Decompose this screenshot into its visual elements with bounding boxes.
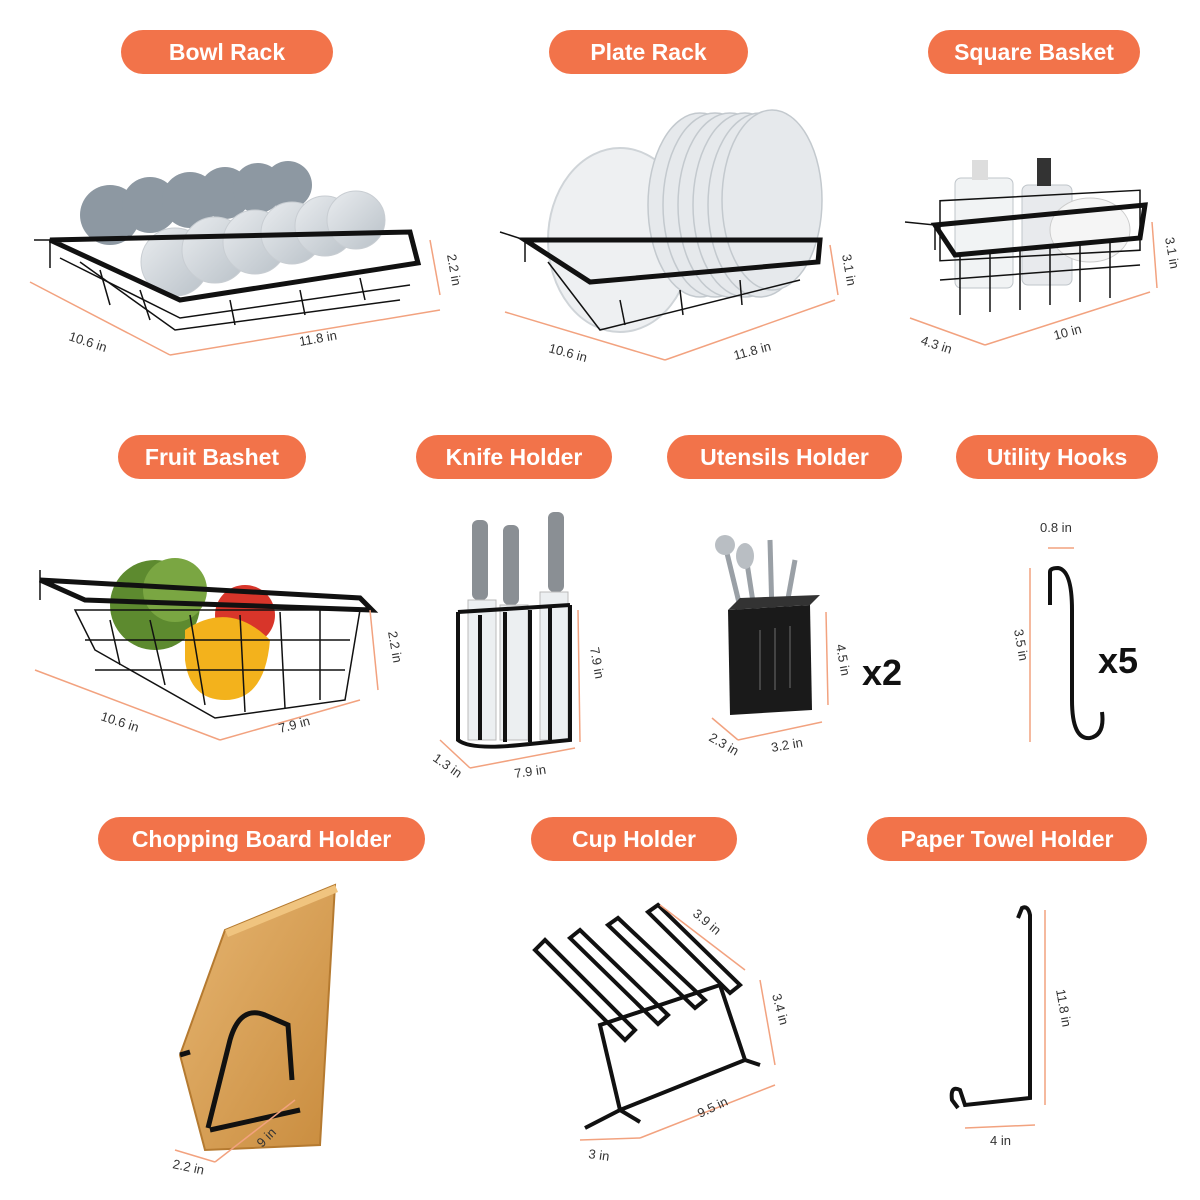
hooks-quantity: x5 — [1098, 640, 1139, 681]
cup-holder-width: 9.5 in — [695, 1094, 730, 1121]
fruit-basket-width: 7.9 in — [277, 713, 312, 736]
plate-rack-depth: 10.6 in — [547, 340, 589, 365]
fruit-basket-depth: 10.6 in — [99, 709, 141, 735]
label-utensils-holder: Utensils Holder — [667, 435, 902, 479]
bowl-rack-height: 2.2 in — [444, 253, 464, 287]
square-basket-illustration: 4.3 in 10 in 3.1 in — [904, 158, 1182, 357]
label-paper-towel-holder: Paper Towel Holder — [867, 817, 1147, 861]
label-utility-hooks: Utility Hooks — [956, 435, 1158, 479]
square-basket-height: 3.1 in — [1162, 236, 1182, 270]
label-chopping-board-holder: Chopping Board Holder — [98, 817, 425, 861]
plate-rack-illustration: 10.6 in 11.8 in 3.1 in — [499, 109, 859, 365]
knife-holder-height: 7.9 in — [587, 646, 607, 680]
label-bowl-rack: Bowl Rack — [121, 30, 333, 74]
utility-hooks-height: 3.5 in — [1011, 628, 1031, 662]
paper-towel-illustration: 11.8 in 4 in — [949, 905, 1074, 1148]
label-knife-holder: Knife Holder — [416, 435, 612, 479]
fruit-basket-height: 2.2 in — [385, 630, 405, 664]
bowl-rack-width: 11.8 in — [298, 328, 338, 349]
utensils-holder-depth: 2.3 in — [707, 730, 742, 759]
label-plate-rack: Plate Rack — [549, 30, 748, 74]
bowl-rack-illustration: 10.6 in 11.8 in 2.2 in — [29, 161, 464, 356]
plate-rack-height: 3.1 in — [839, 253, 859, 287]
cup-holder-depth: 3.9 in — [690, 906, 724, 938]
knife-holder-illustration: 1.3 in 7.9 in 7.9 in — [430, 512, 607, 781]
chopping-board-depth: 2.2 in — [171, 1156, 205, 1177]
cup-holder-height: 3.4 in — [769, 992, 792, 1027]
utensils-holder-height: 4.5 in — [833, 643, 853, 677]
plate-rack-width: 11.8 in — [732, 339, 773, 363]
utensils-quantity: x2 — [862, 652, 903, 693]
utensils-holder-illustration: 2.3 in 3.2 in 4.5 in — [707, 535, 853, 759]
cup-holder-base: 3 in — [588, 1146, 611, 1164]
chopping-board-illustration: 2.2 in 9 in — [171, 883, 338, 1178]
fruit-basket-illustration: 10.6 in 7.9 in 2.2 in — [34, 558, 405, 741]
label-cup-holder: Cup Holder — [531, 817, 737, 861]
cup-holder-illustration: 3.9 in 3.4 in 9.5 in 3 in — [532, 902, 792, 1164]
square-basket-width: 10 in — [1052, 321, 1083, 343]
knife-holder-width: 7.9 in — [513, 762, 547, 781]
square-basket-depth: 4.3 in — [919, 333, 954, 357]
paper-towel-width: 4 in — [990, 1133, 1011, 1148]
knife-holder-depth: 1.3 in — [430, 750, 465, 781]
label-square-basket: Square Basket — [928, 30, 1140, 74]
paper-towel-height: 11.8 in — [1053, 988, 1074, 1028]
utility-hooks-illustration: 0.8 in 3.5 in — [1011, 520, 1105, 742]
bowl-rack-depth: 10.6 in — [67, 329, 109, 355]
label-fruit-basket: Fruit Bashet — [118, 435, 306, 479]
utility-hooks-width: 0.8 in — [1040, 520, 1072, 535]
utensils-holder-width: 3.2 in — [770, 735, 804, 755]
